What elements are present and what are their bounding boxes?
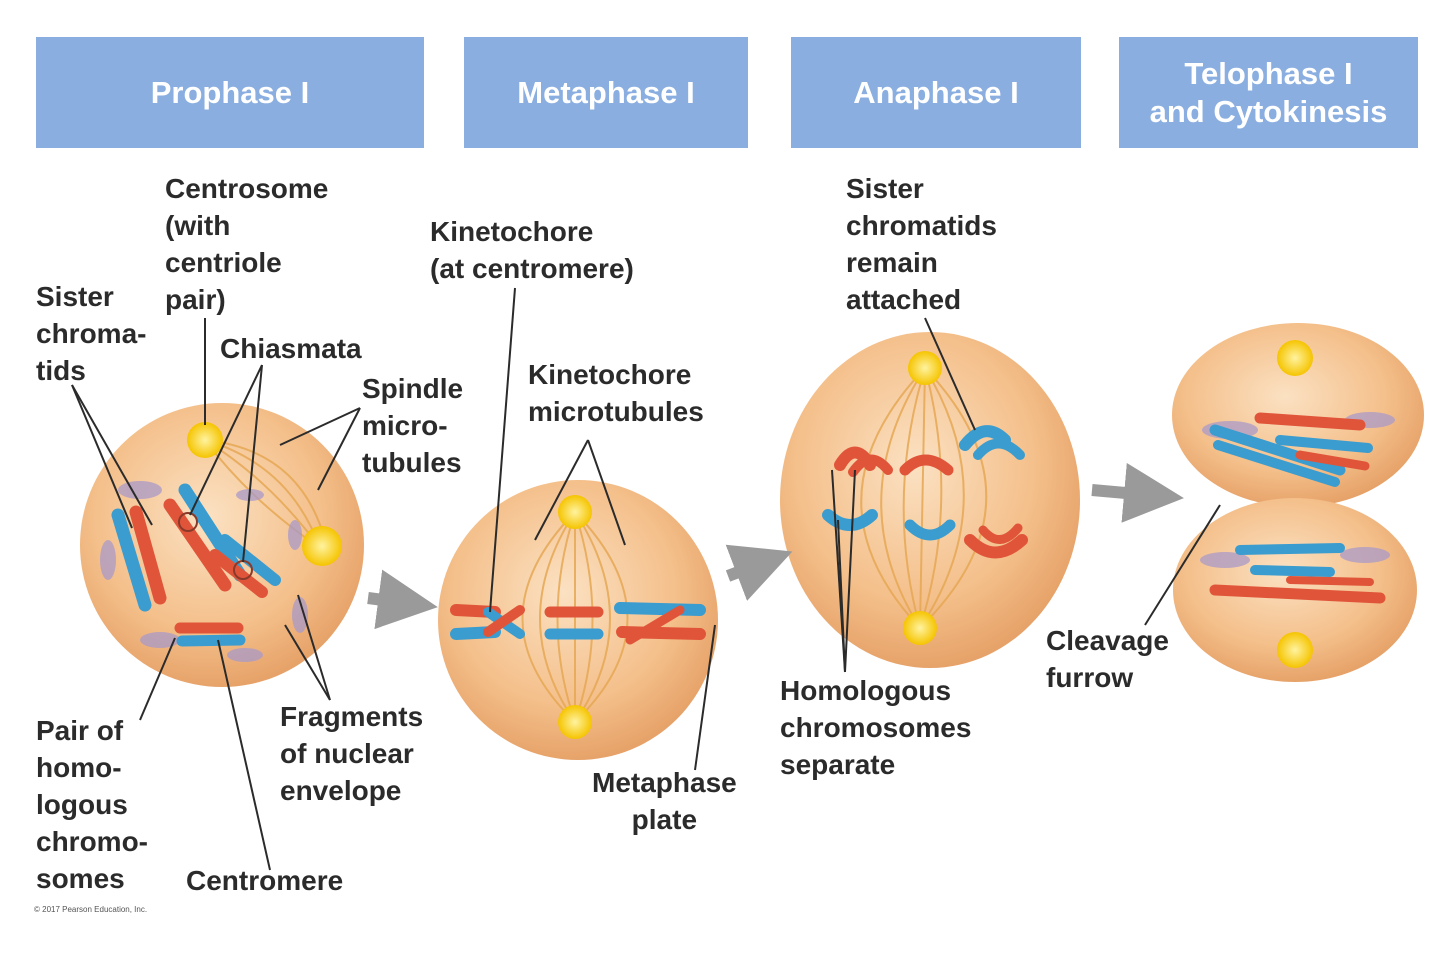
leader-lines [71,287,1221,871]
label-chiasmata: Chiasmata [220,333,362,364]
label-kinetochore: Kinetochore (at centromere) [430,216,634,284]
metaphase-centrosome-icon [558,495,592,739]
arrow-prophase-to-metaphase [367,569,438,630]
arrow-metaphase-to-anaphase [725,544,793,601]
anaphase-cell [780,332,1080,668]
label-cleavage-furrow: Cleavage furrow [1046,625,1169,693]
arrow-anaphase-to-telophase [1091,462,1184,523]
header-prophase: Prophase I [36,37,424,148]
metaphase-cell [438,480,718,760]
metaphase-chromosomes [450,602,706,645]
label-spindle-microtubules: Spindle micro- tubules [362,373,464,478]
header-telophase: Telophase I and Cytokinesis [1119,37,1418,148]
label-sister-chromatids: Sister chroma- tids [36,281,147,386]
copyright-notice: © 2017 Pearson Education, Inc. [34,905,148,914]
prophase-centrosome-icon [187,422,342,566]
label-homologous-separate: Homologous chromosomes separate [780,675,972,780]
label-sister-chromatids-attached: Sister chromatids remain attached [846,173,997,315]
label-pair-homologous: Pair of homo- logous chromo- somes [36,715,148,894]
prophase-cell [80,403,364,687]
anaphase-chromosomes [822,425,1028,559]
label-metaphase-plate: Metaphase plate [592,767,737,835]
telophase-chromosomes [1209,412,1386,604]
label-centromere: Centromere [186,865,344,896]
telophase-cells [1172,323,1424,682]
header-anaphase: Anaphase I [791,37,1081,148]
prophase-chromosomes [111,483,281,647]
stage-arrows [367,462,1184,630]
label-centrosome: Centrosome (with centriole pair) [165,173,329,315]
label-fragments-nuclear-envelope: Fragments of nuclear envelope [280,701,424,806]
label-kinetochore-microtubules: Kinetochore microtubules [528,359,704,427]
telophase-centrosome-icon [1277,340,1313,668]
anaphase-centrosome-icon [903,351,942,645]
header-metaphase: Metaphase I [464,37,748,148]
